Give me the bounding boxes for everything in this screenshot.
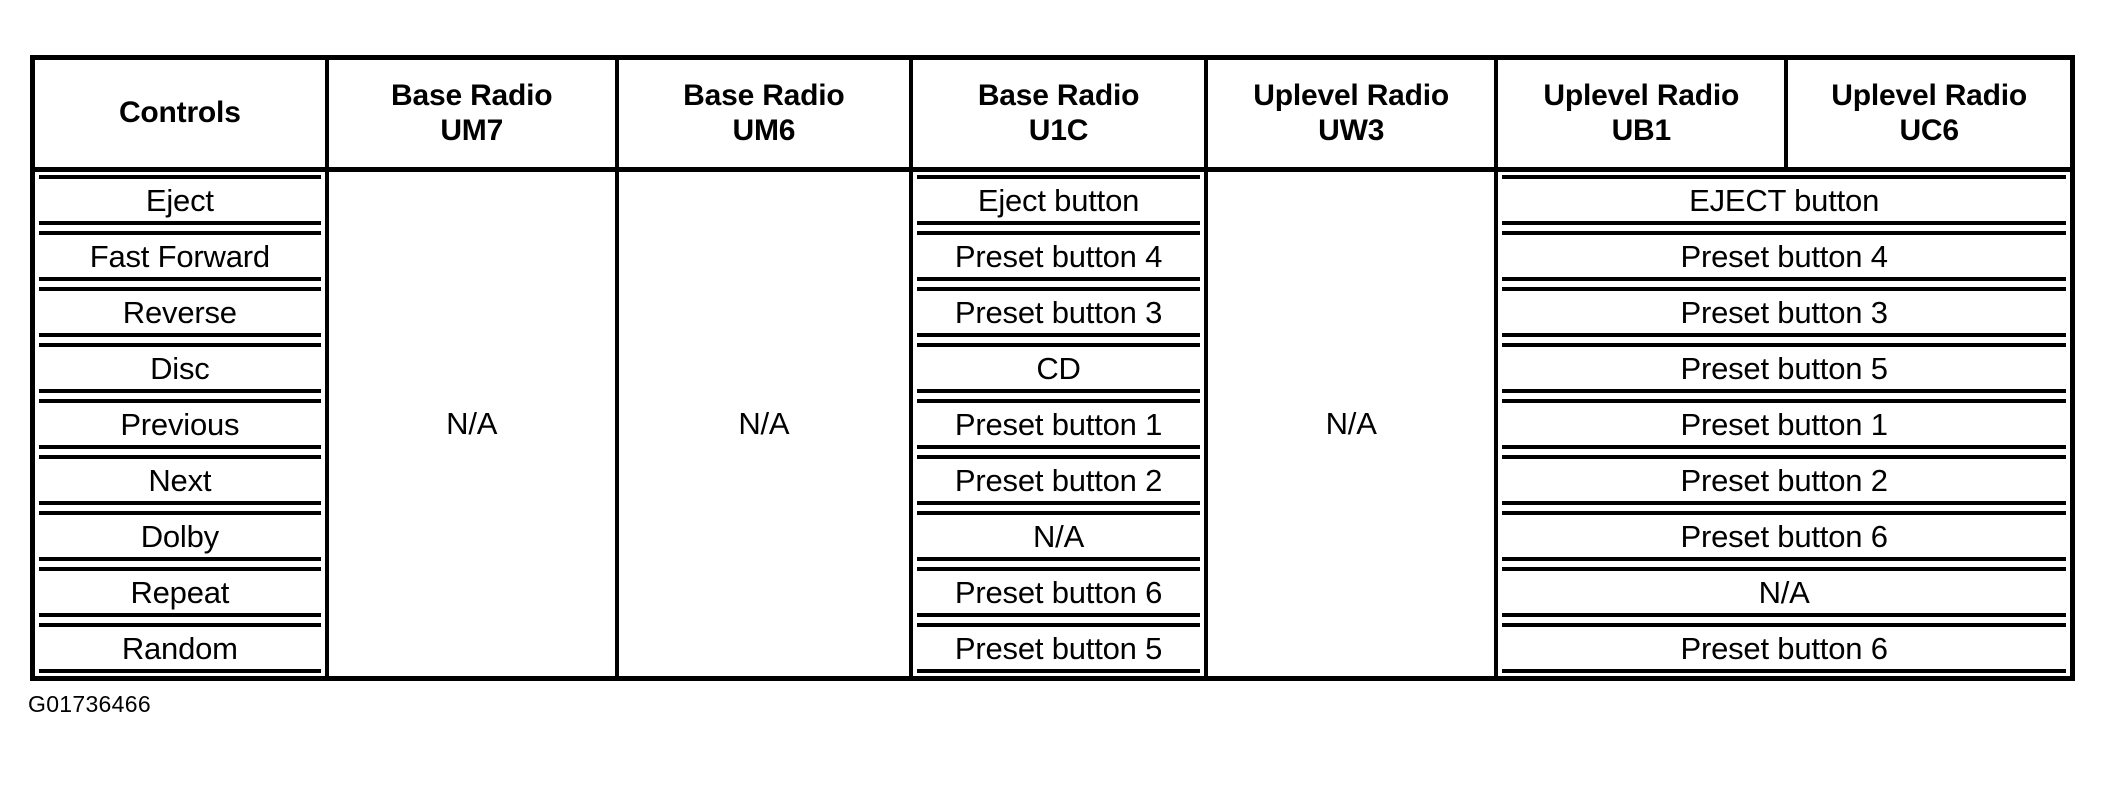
column-header-ub1: Uplevel Radio UB1 [1496, 57, 1789, 172]
cell-ub1-uc6: EJECT button [1496, 169, 2073, 228]
header-line-1: Uplevel Radio [1831, 78, 2028, 112]
cell-ub1-uc6: Preset button 3 [1496, 284, 2073, 340]
header-line-2: UM6 [732, 113, 796, 147]
cell-u1c: Preset button 5 [910, 620, 1209, 679]
cell-ub1-uc6: Preset button 6 [1496, 620, 2073, 679]
header-line-1: Controls [118, 96, 241, 130]
cell-control: Disc [32, 340, 329, 396]
cell-ub1-uc6: Preset button 4 [1496, 228, 2073, 284]
cell-ub1-uc6: Preset button 6 [1496, 508, 2073, 564]
header-line-1: Uplevel Radio [1543, 78, 1740, 112]
u1c-value: Eject button [916, 175, 1201, 225]
control-label: Disc [39, 343, 321, 393]
figure-caption: G01736466 [28, 691, 151, 717]
header-line-2: UB1 [1611, 113, 1672, 147]
header-line-1: Base Radio [391, 78, 553, 112]
cell-ub1-uc6: N/A [1496, 564, 2073, 620]
control-label: Eject [39, 175, 321, 225]
table-header: Controls Base Radio UM7 Base Radio UM6 B… [32, 57, 2073, 172]
cell-um7-na: N/A [326, 169, 619, 679]
cell-u1c: Eject button [910, 169, 1209, 228]
table-row: Disc CD Preset button 5 [32, 340, 2073, 396]
header-line-1: Base Radio [683, 78, 845, 112]
table-row: Previous Preset button 1 Preset button 1 [32, 396, 2073, 452]
cell-ub1-uc6: Preset button 2 [1496, 452, 2073, 508]
header-line-2: UC6 [1899, 113, 1959, 147]
control-label: Repeat [39, 567, 321, 617]
u1c-value: Preset button 3 [916, 287, 1201, 337]
control-label: Dolby [39, 511, 321, 561]
column-header-uw3: Uplevel Radio UW3 [1206, 57, 1499, 172]
cell-u1c: Preset button 4 [910, 228, 1209, 284]
ub1-uc6-value: Preset button 1 [1502, 399, 2066, 449]
column-header-uc6: Uplevel Radio UC6 [1786, 57, 2073, 172]
cell-u1c: Preset button 6 [910, 564, 1209, 620]
header-line-1: Base Radio [977, 78, 1140, 112]
header-row: Controls Base Radio UM7 Base Radio UM6 B… [32, 57, 2073, 172]
cell-control: Reverse [32, 284, 329, 340]
ub1-uc6-value: Preset button 6 [1502, 511, 2066, 561]
cell-u1c: CD [910, 340, 1209, 396]
control-label: Fast Forward [39, 231, 321, 281]
ub1-uc6-value: Preset button 6 [1502, 623, 2066, 673]
table-row: Next Preset button 2 Preset button 2 [32, 452, 2073, 508]
ub1-uc6-value: EJECT button [1502, 175, 2066, 225]
u1c-value: Preset button 6 [916, 567, 1201, 617]
header-line-1: Uplevel Radio [1253, 78, 1450, 112]
u1c-value: N/A [916, 511, 1201, 561]
ub1-uc6-value: N/A [1502, 567, 2066, 617]
u1c-value: Preset button 1 [916, 399, 1201, 449]
cell-control: Previous [32, 396, 329, 452]
ub1-uc6-value: Preset button 2 [1502, 455, 2066, 505]
cell-control: Dolby [32, 508, 329, 564]
control-label: Next [39, 455, 321, 505]
radio-controls-table: Controls Base Radio UM7 Base Radio UM6 B… [30, 55, 2075, 681]
cell-um6-na: N/A [616, 169, 913, 679]
cell-control: Random [32, 620, 329, 679]
header-line-2: UW3 [1318, 113, 1385, 147]
ub1-uc6-value: Preset button 4 [1502, 231, 2066, 281]
column-header-um6: Base Radio UM6 [616, 57, 913, 172]
control-label: Previous [39, 399, 321, 449]
cell-ub1-uc6: Preset button 1 [1496, 396, 2073, 452]
table-row: Dolby N/A Preset button 6 [32, 508, 2073, 564]
cell-ub1-uc6: Preset button 5 [1496, 340, 2073, 396]
cell-u1c: Preset button 1 [910, 396, 1209, 452]
ub1-uc6-value: Preset button 3 [1502, 287, 2066, 337]
header-line-2: U1C [1028, 113, 1089, 147]
cell-u1c: Preset button 2 [910, 452, 1209, 508]
cell-uw3-na: N/A [1206, 169, 1499, 679]
column-header-controls: Controls [32, 57, 329, 172]
u1c-value: Preset button 4 [916, 231, 1201, 281]
cell-u1c: Preset button 3 [910, 284, 1209, 340]
cell-control: Fast Forward [32, 228, 329, 284]
u1c-value: Preset button 2 [916, 455, 1201, 505]
cell-u1c: N/A [910, 508, 1209, 564]
table-row: Reverse Preset button 3 Preset button 3 [32, 284, 2073, 340]
column-header-um7: Base Radio UM7 [326, 57, 619, 172]
control-label: Random [39, 623, 321, 673]
table-row: Repeat Preset button 6 N/A [32, 564, 2073, 620]
control-label: Reverse [39, 287, 321, 337]
table-row: Fast Forward Preset button 4 Preset button… [32, 228, 2073, 284]
u1c-value: CD [916, 343, 1201, 393]
u1c-value: Preset button 5 [916, 623, 1201, 673]
cell-control: Eject [32, 169, 329, 228]
column-header-u1c: Base Radio U1C [910, 57, 1209, 172]
table-row: Random Preset button 5 Preset button 6 [32, 620, 2073, 679]
header-line-2: UM7 [440, 113, 504, 147]
ub1-uc6-value: Preset button 5 [1502, 343, 2066, 393]
cell-control: Repeat [32, 564, 329, 620]
cell-control: Next [32, 452, 329, 508]
